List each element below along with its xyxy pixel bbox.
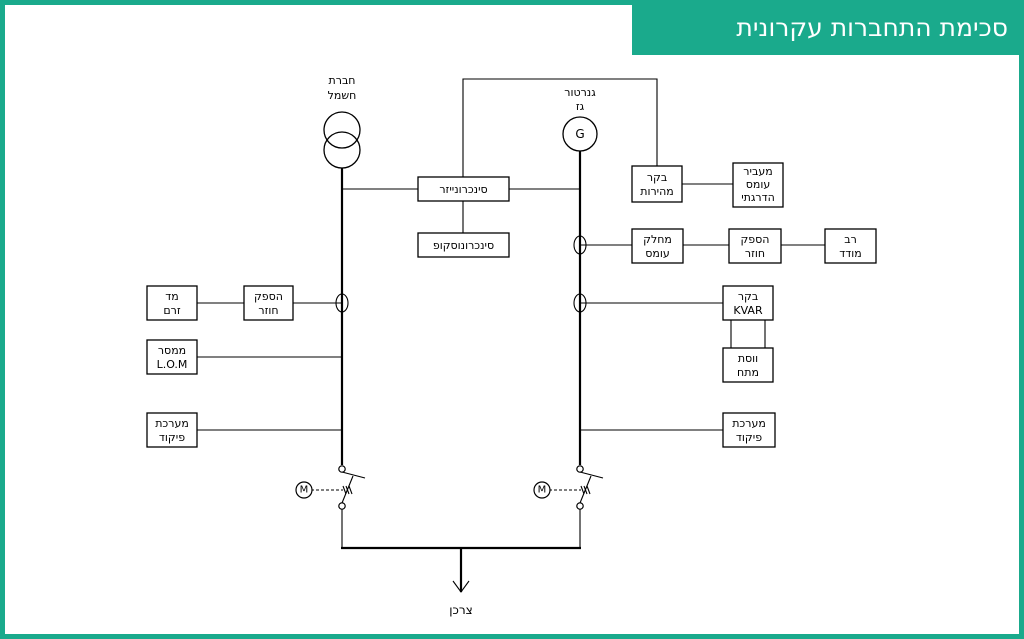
motor-right-symbol (533, 481, 551, 499)
load-sharer-line2: עומס (645, 247, 670, 260)
utility-label-line1: חברת (329, 74, 356, 87)
generator-label-line2: גז (576, 100, 585, 113)
motor-left-letter: M (300, 485, 309, 496)
voltage-regulator-box (722, 347, 774, 383)
lom-relay-line2: L.O.M (157, 358, 188, 371)
step-transducer-line2: עומס (746, 178, 771, 191)
motor-breaker-left (311, 465, 366, 548)
step-transducer-box (732, 162, 784, 208)
motor-breaker-right (549, 465, 604, 548)
control-left-box (146, 412, 198, 448)
current-meter-box (146, 285, 198, 321)
kvar-controller-line2: KVAR (733, 304, 763, 317)
current-meter-line1: מד (165, 290, 178, 303)
relay-right-line2: חוזר (745, 247, 765, 260)
multimeter-line2: מודד (839, 247, 861, 260)
consumer-label: צרכן (449, 603, 473, 617)
speed-controller-line2: מהירות (640, 185, 674, 198)
relay-right-box (728, 228, 782, 264)
generator-label-line1: גנרטור (564, 86, 596, 99)
current-transformer-left (335, 293, 349, 313)
multimeter-box (824, 228, 877, 264)
synchroscope-box (417, 232, 510, 258)
utility-label-line2: חשמל (328, 89, 357, 102)
relay-left-line1: הספק (254, 290, 283, 303)
transformer-winding-primary (323, 111, 361, 149)
relay-left-box (243, 285, 294, 321)
speed-controller-line1: בקר (647, 171, 667, 184)
control-left-line1: מערכת (155, 417, 189, 430)
relay-right-line1: הספק (741, 233, 770, 246)
transformer-winding-secondary (323, 131, 361, 169)
current-transformer-right-upper (573, 235, 587, 255)
page-title: סכימת התחברות עקרונית (736, 13, 1008, 42)
motor-left-symbol (295, 481, 313, 499)
control-right-line2: פיקוד (736, 431, 762, 444)
kvar-controller-line1: בקר (738, 290, 758, 303)
lom-relay-line1: ממסר (158, 344, 186, 357)
load-sharer-box (631, 228, 684, 264)
relay-left-line2: חוזר (258, 304, 278, 317)
control-right-box (722, 412, 776, 448)
synchroscope-label: סינכרונוסקופ (433, 239, 494, 252)
voltage-regulator-line2: מתח (737, 366, 759, 379)
current-transformer-right-lower (573, 293, 587, 313)
load-sharer-line1: מחלק (643, 233, 672, 246)
synchronizer-label: סינכרונייזר (439, 183, 487, 196)
motor-right-letter: M (538, 485, 547, 496)
control-left-line2: פיקוד (159, 431, 185, 444)
kvar-controller-box (722, 285, 774, 321)
utility-transformer-symbol (323, 111, 361, 169)
title-bar: סכימת התחברות עקרונית (632, 0, 1024, 55)
generator-symbol-letter: G (575, 127, 584, 141)
consumer-arrow-icon (452, 580, 470, 593)
lom-relay-box (146, 339, 198, 375)
speed-control-loop-wire (462, 78, 658, 177)
speed-controller-box (631, 165, 683, 203)
control-right-line1: מערכת (732, 417, 766, 430)
synchronizer-box (417, 176, 510, 202)
multimeter-line1: רב (844, 233, 857, 246)
current-meter-line2: זרם (163, 304, 181, 317)
step-transducer-line1: מעביר (743, 165, 772, 178)
step-transducer-line3: הדרגתי (741, 191, 775, 204)
voltage-regulator-line1: ווסת (738, 352, 758, 365)
